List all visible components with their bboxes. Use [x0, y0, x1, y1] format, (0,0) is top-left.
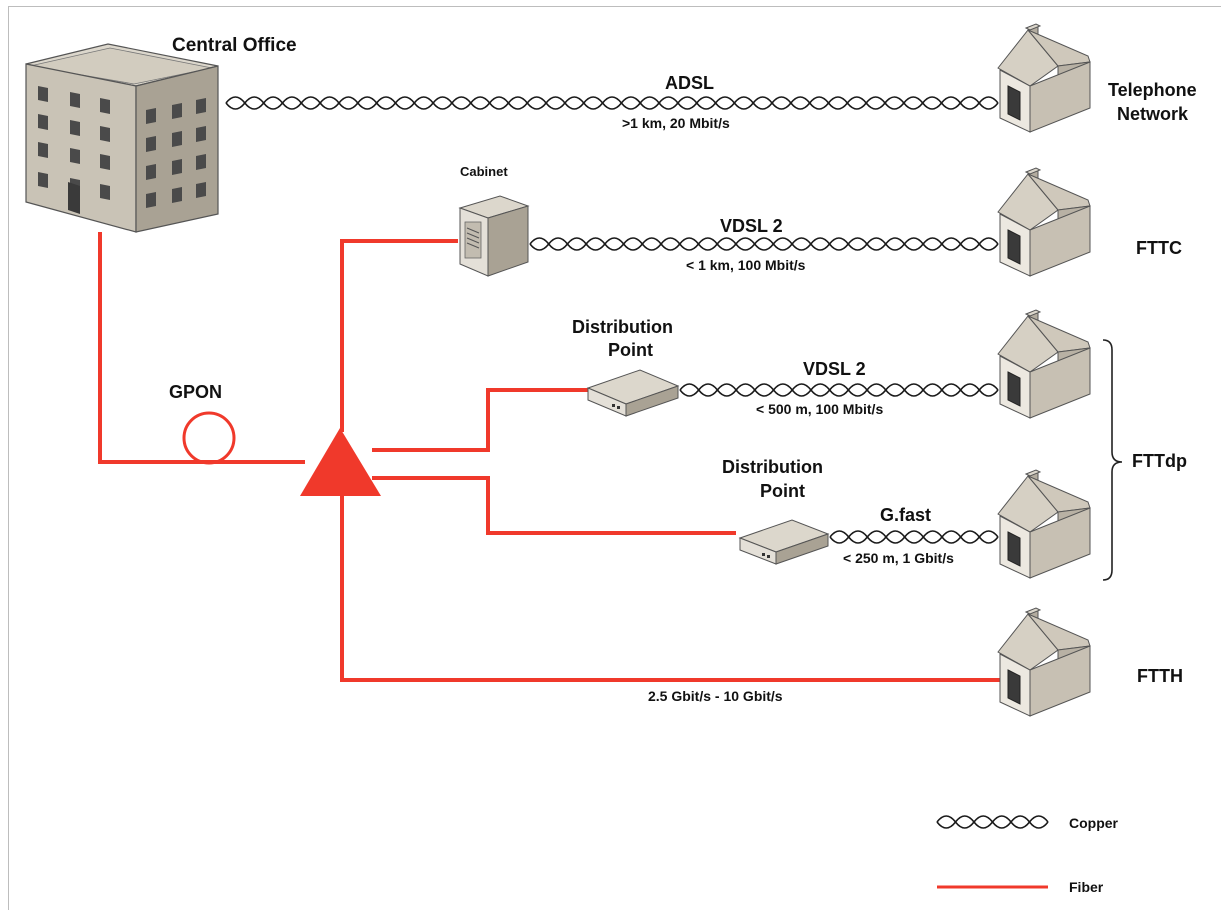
legend-fiber-label: Fiber: [1069, 879, 1104, 895]
distribution-point-2-icon: [738, 519, 830, 565]
telephone-network-label-line2: Network: [1117, 104, 1189, 124]
adsl-spec: >1 km, 20 Mbit/s: [622, 115, 730, 131]
ftth-label: FTTH: [1137, 666, 1183, 686]
figure-frame: [8, 6, 1221, 910]
fttc-label: FTTC: [1136, 238, 1182, 258]
house-fttdp-gfast-icon: [997, 469, 1091, 579]
fiber-to-dp2: [372, 476, 736, 535]
copper-vdsl-fttc-line: [529, 237, 999, 251]
copper-adsl-line: [225, 96, 999, 110]
cabinet-label: Cabinet: [460, 164, 508, 179]
adsl-label: ADSL: [665, 73, 714, 93]
vdsl-fttc-spec: < 1 km, 100 Mbit/s: [686, 257, 806, 273]
legend-copper-swatch: [936, 815, 1049, 829]
central-office-label: Central Office: [172, 35, 297, 56]
vdsl-fttdp-spec: < 500 m, 100 Mbit/s: [756, 401, 883, 417]
vdsl-fttc-label: VDSL 2: [720, 216, 783, 236]
central-office-icon: [25, 43, 219, 233]
house-ftth-icon: [997, 607, 1091, 717]
telephone-network-label-line1: Telephone: [1108, 80, 1197, 100]
distribution-point-2-label-line1: Distribution: [722, 457, 823, 477]
fiber-to-dp1: [372, 388, 590, 452]
house-fttdp-vdsl-icon: [997, 309, 1091, 419]
copper-vdsl-fttdp-line: [679, 383, 999, 397]
splitter-icon: [300, 428, 381, 496]
distribution-point-1-label-line2: Point: [608, 340, 653, 360]
distribution-point-2-label-line2: Point: [760, 481, 805, 501]
gfast-spec: < 250 m, 1 Gbit/s: [843, 550, 954, 566]
fiber-to-cabinet: [340, 239, 458, 432]
house-fttc-icon: [997, 167, 1091, 277]
ftth-spec: 2.5 Gbit/s - 10 Gbit/s: [648, 688, 783, 704]
house-telephone-icon: [997, 23, 1091, 133]
legend-copper-line: [936, 815, 1049, 829]
vdsl-fttdp-label: VDSL 2: [803, 359, 866, 379]
fttdp-label: FTTdp: [1132, 451, 1187, 471]
distribution-point-1-icon: [586, 369, 680, 417]
gfast-label: G.fast: [880, 505, 931, 525]
fiber-co-to-splitter: [98, 232, 305, 464]
cabinet-icon: [458, 195, 530, 277]
copper-links: [225, 96, 999, 544]
fiber-links: [98, 232, 1000, 682]
fttdp-brace: [1102, 339, 1123, 581]
copper-gfast-line: [829, 530, 999, 544]
legend: Copper Fiber: [936, 815, 1119, 895]
gpon-coil-icon: [182, 411, 236, 465]
distribution-point-1-label-line1: Distribution: [572, 317, 673, 337]
gpon-label: GPON: [169, 382, 222, 402]
legend-copper-label: Copper: [1069, 815, 1119, 831]
fiber-to-ftth: [340, 496, 1000, 682]
